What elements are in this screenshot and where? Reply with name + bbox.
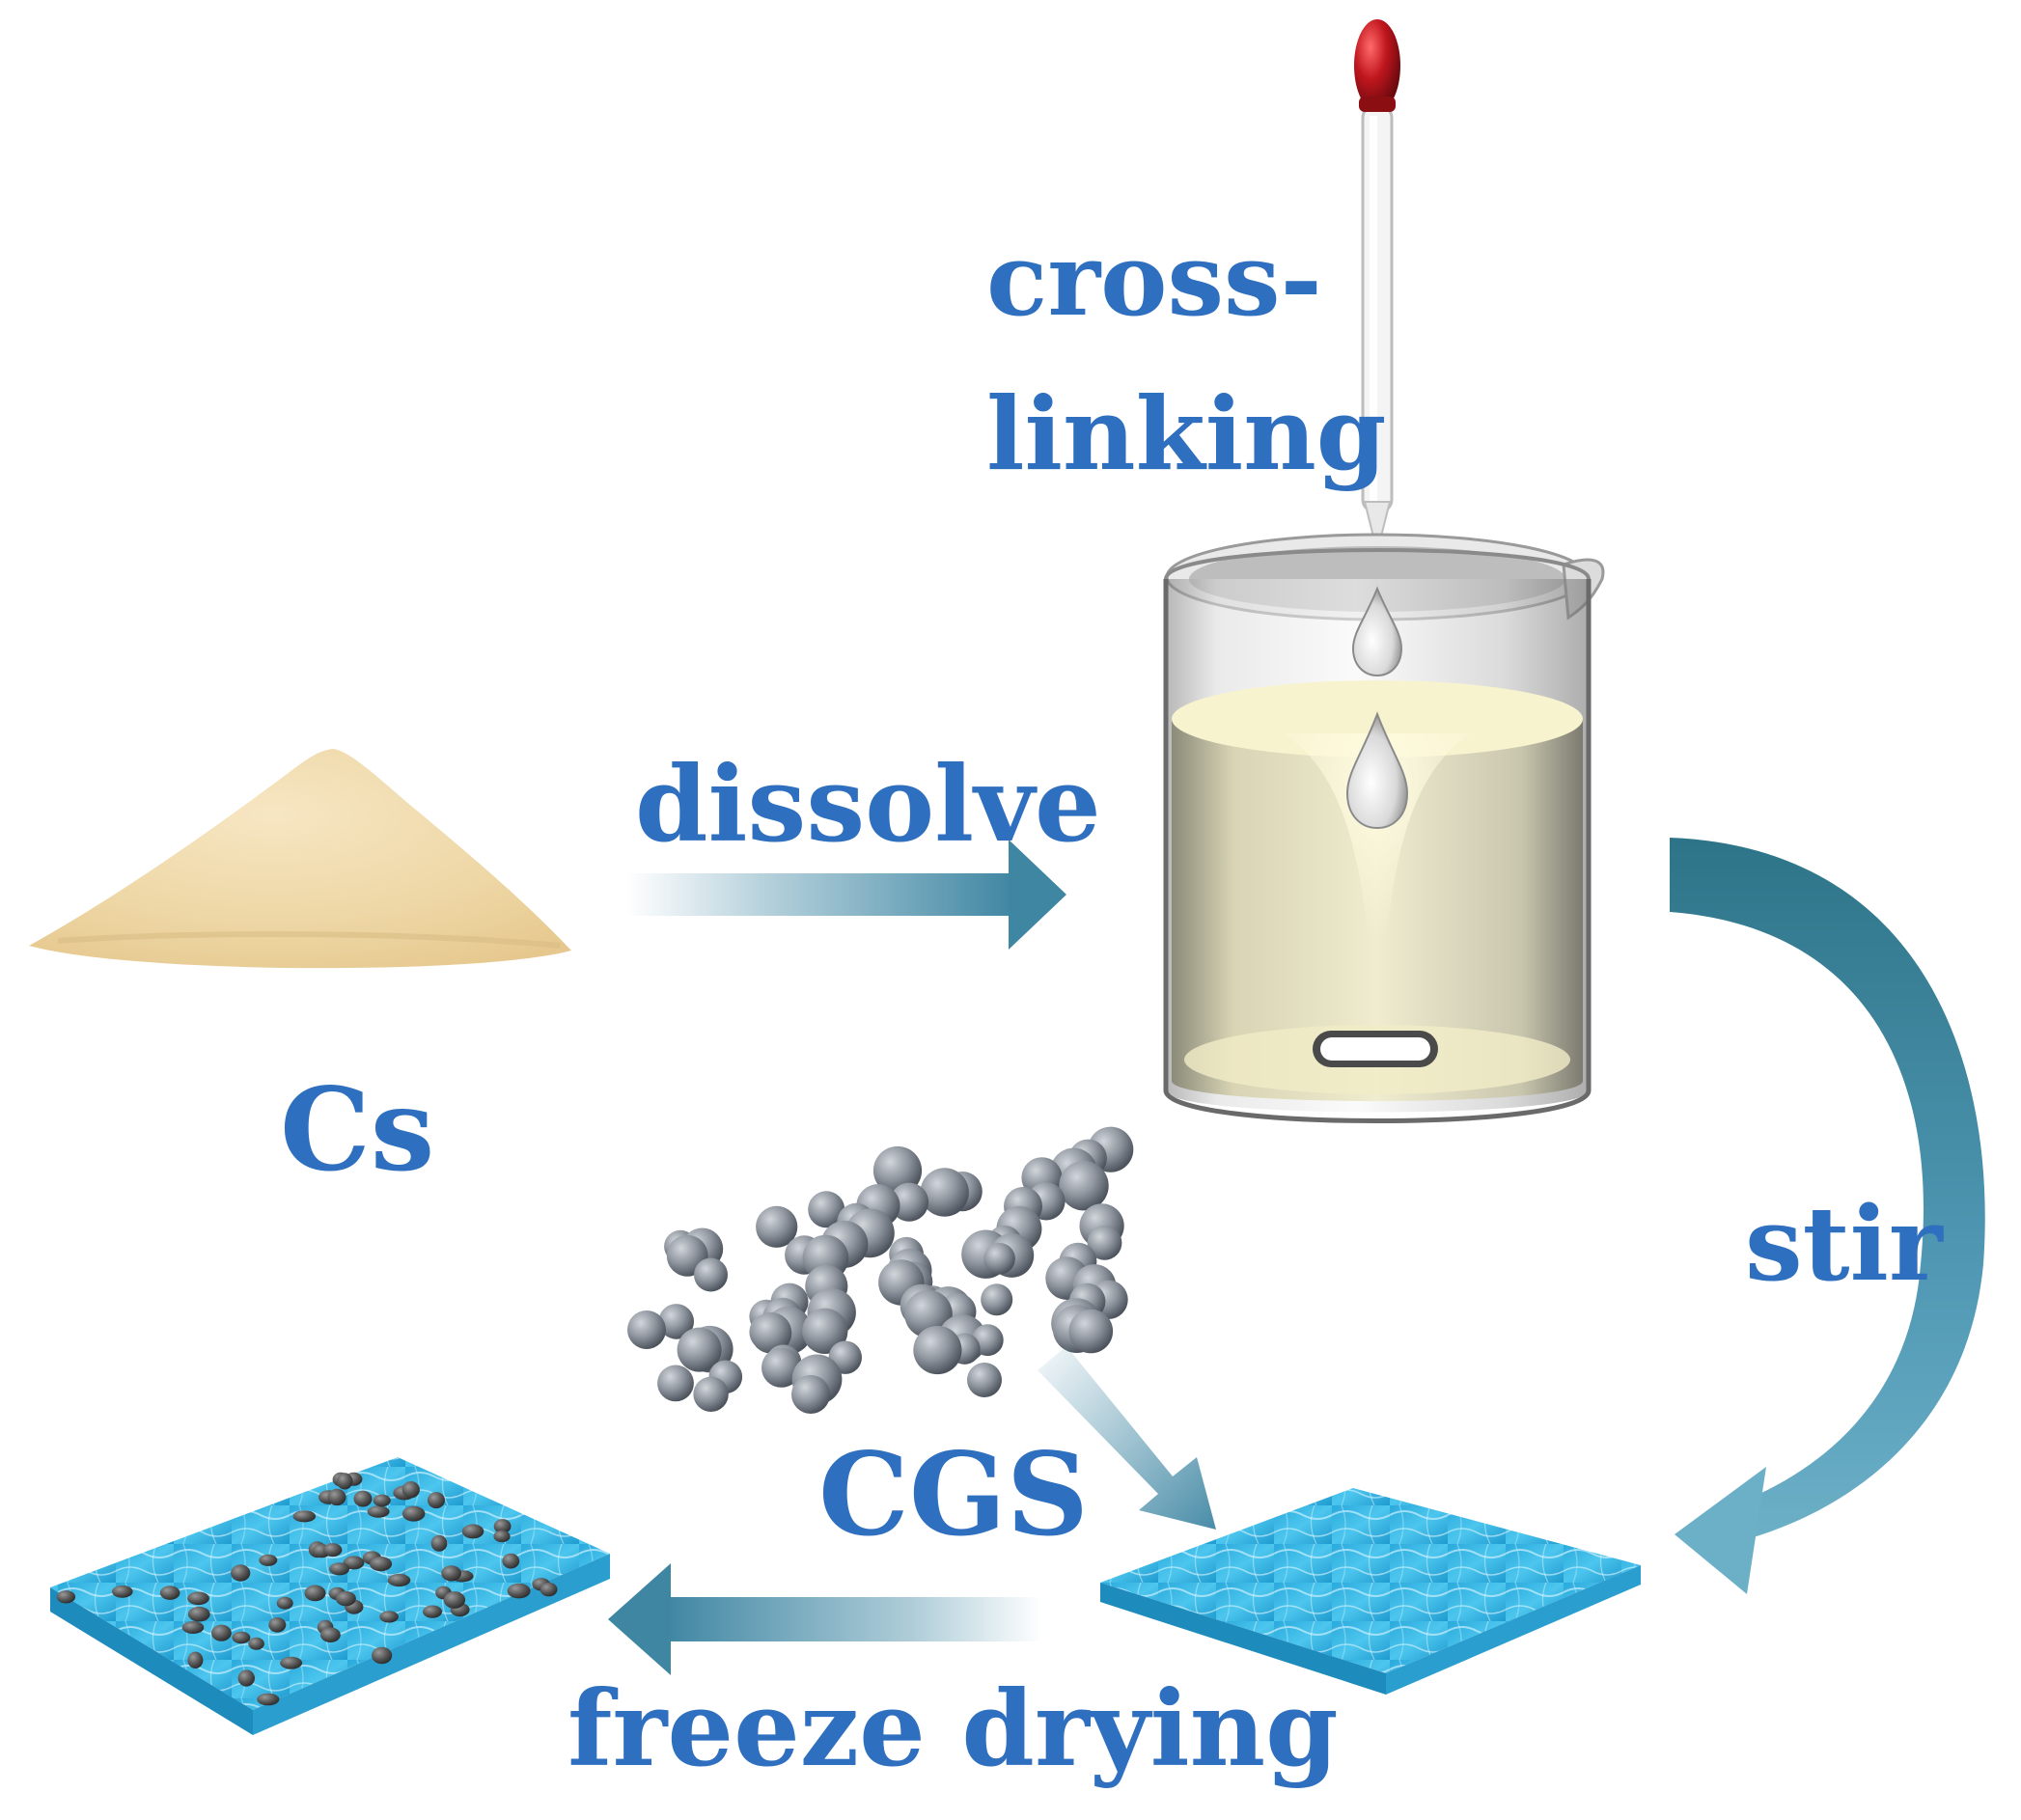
film-bead	[248, 1637, 264, 1650]
film-bead	[441, 1565, 461, 1582]
film-bead	[211, 1624, 232, 1641]
stir-label: stir	[1745, 1183, 1943, 1304]
film-bead	[327, 1488, 346, 1506]
film-bead	[112, 1585, 133, 1598]
composite-film	[50, 1457, 610, 1735]
film-bead	[401, 1481, 420, 1499]
film-bead	[232, 1631, 251, 1644]
film-bead	[461, 1524, 484, 1539]
film-bead	[276, 1596, 293, 1610]
film-bead	[423, 1605, 442, 1618]
film-bead	[329, 1562, 350, 1576]
chitosan-powder-pile	[29, 749, 571, 969]
film-bead	[292, 1510, 317, 1523]
cgs-sphere	[791, 1375, 830, 1414]
pipette-icon	[1354, 19, 1400, 541]
cgs-sphere	[694, 1257, 728, 1292]
film-bead	[257, 1693, 280, 1706]
film-bead	[372, 1646, 393, 1665]
film-bead	[493, 1530, 511, 1543]
cgs-sphere	[693, 1376, 729, 1413]
film-bead	[335, 1590, 356, 1607]
freeze-drying-label: freeze drying	[568, 1668, 1339, 1790]
beaker-icon	[1163, 533, 1605, 1123]
film-bead	[259, 1554, 278, 1566]
cgs-spheres-cluster	[627, 1126, 1134, 1414]
film-beads	[56, 1472, 558, 1706]
cgs-sphere	[756, 1205, 798, 1248]
film-bead	[343, 1556, 365, 1570]
film-bead	[493, 1519, 512, 1534]
cross-linking-label-line2: linking	[986, 374, 1387, 493]
cgs-sphere	[1059, 1161, 1109, 1211]
film-bead	[280, 1656, 303, 1669]
film-bead	[430, 1534, 448, 1552]
film-bead	[502, 1553, 520, 1569]
cgs-sphere	[1087, 1226, 1122, 1260]
cgs-sphere	[677, 1327, 722, 1372]
cgs-sphere	[802, 1308, 848, 1354]
film-bead	[231, 1564, 251, 1582]
cgs-sphere	[1068, 1309, 1114, 1354]
film-bead	[320, 1627, 341, 1642]
cgs-sphere	[872, 1145, 923, 1196]
stir-arrow	[1670, 838, 1985, 1594]
cgs-sphere	[913, 1325, 962, 1375]
cgs-sphere	[920, 1168, 969, 1217]
cgs-to-film-arrow	[1038, 1346, 1216, 1530]
film-bead	[373, 1494, 391, 1507]
film-bead	[323, 1543, 343, 1558]
film-bead	[237, 1669, 255, 1687]
cgs-sphere	[967, 1363, 1002, 1397]
film-bead	[507, 1583, 531, 1599]
cgs-sphere	[658, 1304, 694, 1339]
film-bead	[367, 1505, 390, 1518]
film-bead	[336, 1473, 353, 1490]
film-bead	[268, 1617, 287, 1633]
cgs-sphere	[889, 1182, 929, 1222]
dissolve-label: dissolve	[635, 744, 1101, 866]
cgs-sphere	[983, 1243, 1015, 1275]
cgs-sphere	[657, 1365, 694, 1402]
film-bead	[387, 1573, 411, 1587]
film-bead	[159, 1586, 180, 1600]
cgs-label: CGS	[818, 1427, 1089, 1561]
cgs-sphere	[627, 1310, 666, 1349]
cross-linking-label-line1: cross-	[986, 220, 1322, 339]
film-bead	[304, 1585, 326, 1602]
film-bead	[181, 1621, 205, 1634]
film-bead	[443, 1591, 466, 1609]
film-bead	[540, 1582, 558, 1597]
film-bead	[379, 1611, 399, 1623]
film-bead	[353, 1490, 373, 1507]
film-bead	[401, 1505, 426, 1522]
film-bead	[369, 1557, 393, 1572]
film-bead	[187, 1606, 210, 1622]
film-bead	[187, 1591, 209, 1606]
cs-label: Cs	[280, 1062, 435, 1197]
film-bead	[56, 1590, 76, 1604]
film-bead	[187, 1651, 204, 1669]
cgs-sphere	[981, 1283, 1013, 1316]
cgs-sphere	[750, 1312, 792, 1354]
hydrogel-film	[1100, 1488, 1641, 1695]
freeze-drying-arrow	[608, 1563, 1042, 1675]
film-bead	[428, 1492, 445, 1509]
dissolve-arrow	[627, 840, 1066, 950]
cgs-sphere	[808, 1191, 845, 1228]
cgs-sphere	[761, 1347, 802, 1388]
